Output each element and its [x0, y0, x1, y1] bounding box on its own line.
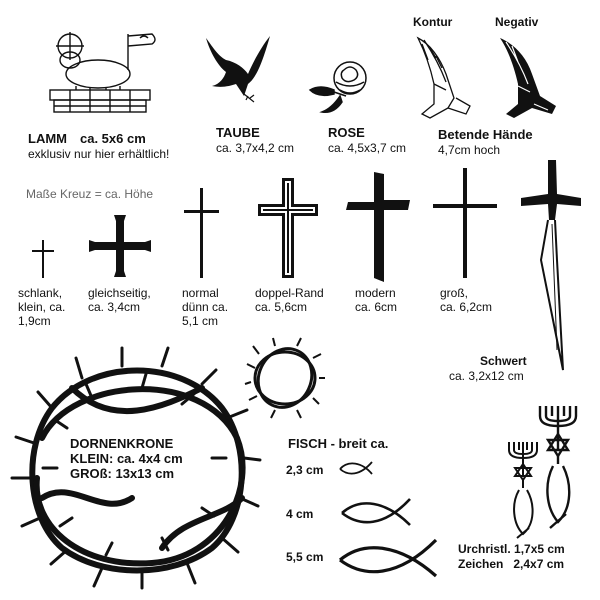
thorn-crown-name: DORNENKRONE: [70, 436, 174, 451]
double-edge-cross-icon: [258, 178, 318, 278]
large-cross-icon: [433, 168, 497, 278]
hands-size: 4,7cm hoch: [438, 143, 501, 157]
normal-thin-cross-icon: [184, 188, 219, 278]
fish-size-medium: 4 cm: [286, 507, 314, 521]
fish-size-small: 2,3 cm: [286, 463, 324, 477]
hands-outline-label: Kontur: [413, 15, 453, 29]
early-christian-symbol-small-icon: [508, 442, 538, 539]
hands-name: Betende Hände: [438, 127, 533, 142]
cross-label-large: groß,ca. 6,2cm: [440, 286, 493, 314]
dove-name: TAUBE: [216, 125, 260, 140]
sword-name: Schwert: [480, 354, 527, 368]
dove-size: ca. 3,7x4,2 cm: [216, 141, 295, 155]
fish-size-large: 5,5 cm: [286, 550, 324, 564]
hands-negative-label: Negativ: [495, 15, 539, 29]
early-christian-sizes-line2: Zeichen 2,4x7 cm: [458, 557, 565, 571]
lamb-note: exklusiv nur hier erhältlich!: [28, 147, 170, 161]
cross-size-note: Maße Kreuz = ca. Höhe: [26, 187, 154, 201]
thorn-crown-large-size: GROß: 13x13 cm: [70, 466, 175, 481]
dove-icon: [206, 36, 270, 103]
lamb-name: LAMM: [28, 131, 67, 146]
lamb-size: ca. 5x6 cm: [80, 131, 146, 146]
cross-label-slim: schlank,klein, ca.1,9cm: [18, 286, 66, 328]
early-christian-symbol-large-icon: [538, 406, 578, 529]
cross-label-equilateral: gleichseitig,ca. 3,4cm: [88, 286, 151, 314]
thorn-crown-small-size: KLEIN: ca. 4x4 cm: [70, 451, 183, 466]
large-crown-of-thorns-icon: [10, 346, 262, 590]
praying-hands-negative-icon: [500, 38, 556, 118]
rose-name: ROSE: [328, 125, 365, 140]
early-christian-sizes-line1: Urchristl. 1,7x5 cm: [458, 542, 565, 556]
rose-icon: [308, 61, 367, 114]
fish-small-icon: [339, 461, 373, 475]
praying-hands-outline-icon: [416, 36, 471, 119]
lamb-icon: [49, 32, 156, 113]
sword-icon: [521, 160, 581, 371]
slim-cross-icon: [32, 240, 54, 278]
modern-cross-icon: [346, 172, 410, 282]
fish-medium-icon: [341, 498, 411, 526]
fish-large-icon: [338, 538, 438, 578]
rose-size: ca. 4,5x3,7 cm: [328, 141, 407, 155]
sword-size: ca. 3,2x12 cm: [449, 369, 524, 383]
fish-title: FISCH - breit ca.: [288, 436, 389, 451]
equilateral-cross-icon: [89, 215, 151, 277]
small-crown-of-thorns-icon: [244, 337, 325, 419]
